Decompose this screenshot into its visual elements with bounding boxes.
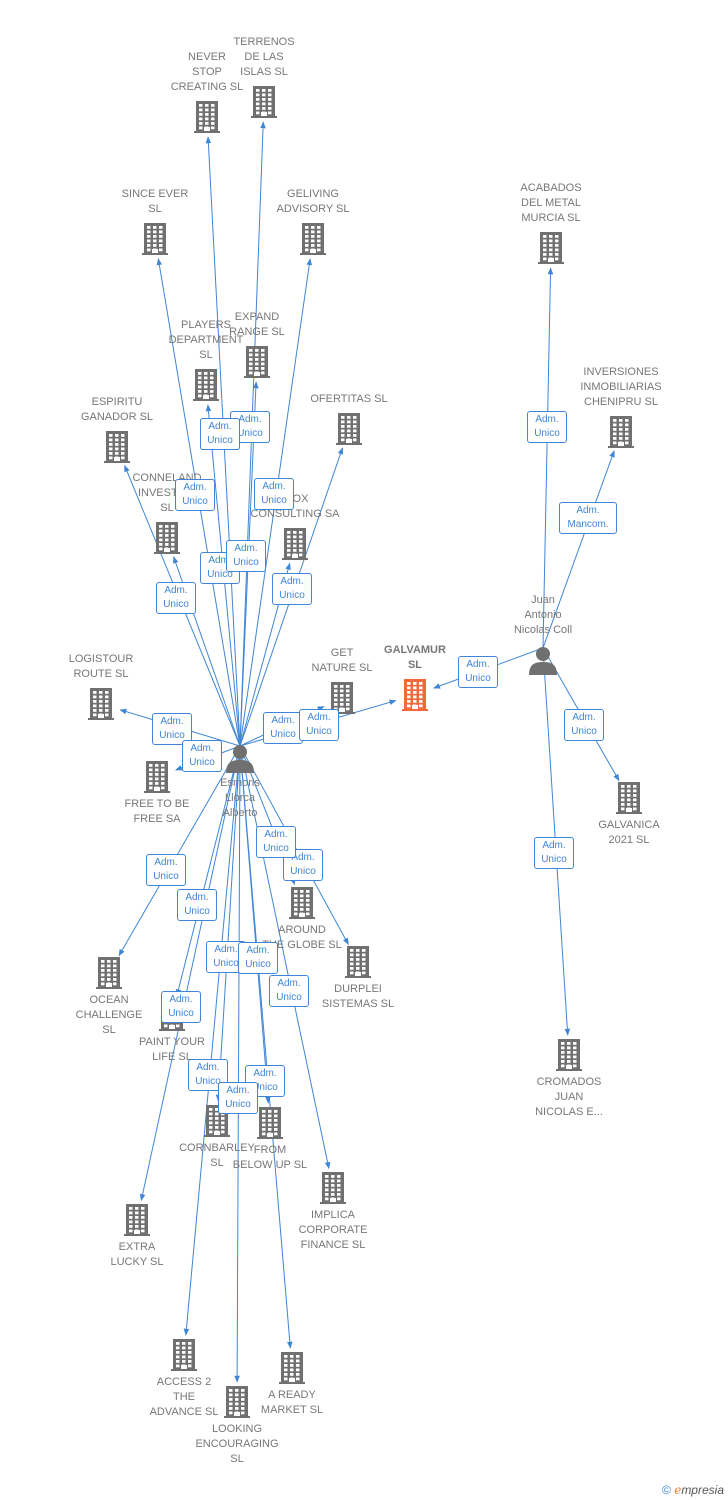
building-icon — [123, 1203, 151, 1242]
edge-esmoris-ready — [239, 745, 293, 1349]
role-badge-juan-acabados[interactable]: Adm. Unico — [527, 411, 567, 443]
node-label: GALVANICA 2021 SL — [598, 819, 660, 846]
role-badge-esmoris-get-nature[interactable]: Adm. Unico — [299, 709, 339, 741]
node-label: GELIVING ADVISORY SL — [276, 188, 350, 215]
role-badge-esmoris-ocean[interactable]: Adm. Unico — [146, 854, 186, 886]
building-icon — [223, 1385, 251, 1424]
node-label: FREE TO BE FREE SA — [124, 798, 190, 825]
person-icon — [528, 645, 558, 680]
node-label: TERRENOS DE LAS ISLAS SL — [233, 36, 295, 78]
role-badge-esmoris-ofertitas[interactable]: Adm. Unico — [272, 573, 312, 605]
node-label: CORNBARLEY SL — [179, 1142, 255, 1169]
building-icon — [299, 222, 327, 261]
empresia-brand[interactable]: © empresia — [662, 1483, 724, 1497]
node-label: INVERSIONES INMOBILIARIAS CHENIPRU SL — [580, 366, 662, 408]
node-label: OCEAN CHALLENGE SL — [75, 994, 143, 1036]
building-icon — [281, 527, 309, 566]
edge-esmoris-implica — [239, 745, 331, 1170]
building-icon — [615, 781, 643, 820]
edge-esmoris-cornbarley — [215, 745, 241, 1102]
building-icon — [192, 368, 220, 407]
role-badge-esmoris-looking[interactable]: Adm. Unico — [218, 1082, 258, 1114]
copyright-symbol: © — [662, 1483, 671, 1497]
node-label: Esmoris Llorca Alberto — [220, 777, 260, 819]
edge-esmoris-ocean — [118, 745, 241, 957]
role-badge-juan-galvanica[interactable]: Adm. Unico — [564, 709, 604, 741]
role-badge-esmoris-logistour[interactable]: Adm. Unico — [152, 713, 192, 745]
role-badge-esmoris-inox[interactable]: Adm. Unico — [226, 540, 266, 572]
building-icon — [95, 956, 123, 995]
role-badge-esmoris-extra[interactable]: Adm. Unico — [161, 991, 201, 1023]
role-badge-esmoris-implica[interactable]: Adm. Unico — [269, 975, 309, 1007]
node-label: EXPAND RANGE SL — [229, 311, 285, 338]
building-icon — [278, 1351, 306, 1390]
role-badge-esmoris-espiritu[interactable]: Adm. Unico — [156, 582, 196, 614]
building-icon — [193, 100, 221, 139]
edge-juan-acabados — [542, 267, 554, 649]
building-icon — [143, 760, 171, 799]
role-badge-esmoris-since-ever[interactable]: Adm. Unico — [175, 479, 215, 511]
edge-esmoris-looking — [234, 745, 241, 1383]
node-label: NEVER STOP CREATING SL — [170, 51, 244, 93]
node-label: ACCESS 2 THE ADVANCE SL — [149, 1376, 219, 1418]
building-icon — [555, 1038, 583, 1077]
building-icon — [537, 231, 565, 270]
building-icon — [607, 415, 635, 454]
node-label: Juan Antonio Nicolas Coll — [513, 594, 573, 636]
building-icon — [153, 521, 181, 560]
node-label: ACABADOS DEL METAL MURCIA SL — [520, 182, 582, 224]
node-label: IMPLICA CORPORATE FINANCE SL — [298, 1209, 368, 1251]
building-icon — [103, 430, 131, 469]
edge-esmoris-paint — [175, 745, 241, 997]
node-label: DURPLEI SISTEMAS SL — [321, 983, 395, 1010]
node-label: PLAYERS DEPARTMENT SL — [168, 319, 244, 361]
edge-esmoris-extra — [139, 745, 241, 1202]
brand-rest: mpresia — [681, 1483, 724, 1497]
node-label: SINCE EVER SL — [121, 188, 189, 215]
building-icon — [335, 412, 363, 451]
node-label: GALVAMUR SL — [384, 644, 446, 671]
role-badge-esmoris-players[interactable]: Adm. Unico — [200, 418, 240, 450]
brand-initial: e — [674, 1483, 682, 1497]
edge-juan-inversiones — [542, 450, 615, 649]
node-label: ESPIRITU GANADOR SL — [80, 396, 154, 423]
role-badge-esmoris-geliving[interactable]: Adm. Unico — [254, 478, 294, 510]
building-icon — [344, 945, 372, 984]
person-icon — [225, 743, 255, 778]
node-label: LOOKING ENCOURAGING SL — [195, 1423, 279, 1465]
role-badge-juan-cromados[interactable]: Adm. Unico — [534, 837, 574, 869]
role-badge-esmoris-galvamur[interactable]: Adm. Unico — [263, 712, 303, 744]
node-label: CROMADOS JUAN NICOLAS E... — [535, 1076, 603, 1118]
node-label: GET NATURE SL — [311, 647, 373, 674]
building-icon — [141, 222, 169, 261]
node-label: LOGISTOUR ROUTE SL — [68, 653, 134, 680]
role-badge-juan-inversiones[interactable]: Adm. Mancom. — [559, 502, 617, 534]
node-label: EXTRA LUCKY SL — [110, 1241, 164, 1268]
role-badge-esmoris-free-to-be[interactable]: Adm. Unico — [182, 740, 222, 772]
role-badge-juan-galvamur[interactable]: Adm. Unico — [458, 656, 498, 688]
role-badge-esmoris-from-below[interactable]: Adm. Unico — [238, 942, 278, 974]
building-icon — [256, 1106, 284, 1145]
building-icon — [250, 85, 278, 124]
building-icon — [87, 687, 115, 726]
node-label: OFERTITAS SL — [310, 393, 388, 405]
role-badge-esmoris-paint[interactable]: Adm. Unico — [177, 889, 217, 921]
building-icon — [243, 345, 271, 384]
role-badge-esmoris-durplei[interactable]: Adm. Unico — [256, 826, 296, 858]
building-icon — [170, 1338, 198, 1377]
building-icon — [401, 678, 429, 717]
building-icon — [328, 681, 356, 720]
edge-esmoris-access — [183, 745, 241, 1336]
building-icon — [319, 1171, 347, 1210]
node-label: A READY MARKET SL — [260, 1389, 324, 1416]
node-label: PAINT YOUR LIFE SL — [138, 1036, 206, 1063]
building-icon — [288, 886, 316, 925]
role-badge-esmoris-conneland[interactable]: Adm. Unico — [200, 552, 240, 584]
node-label: FROM BELOW UP SL — [232, 1144, 308, 1171]
